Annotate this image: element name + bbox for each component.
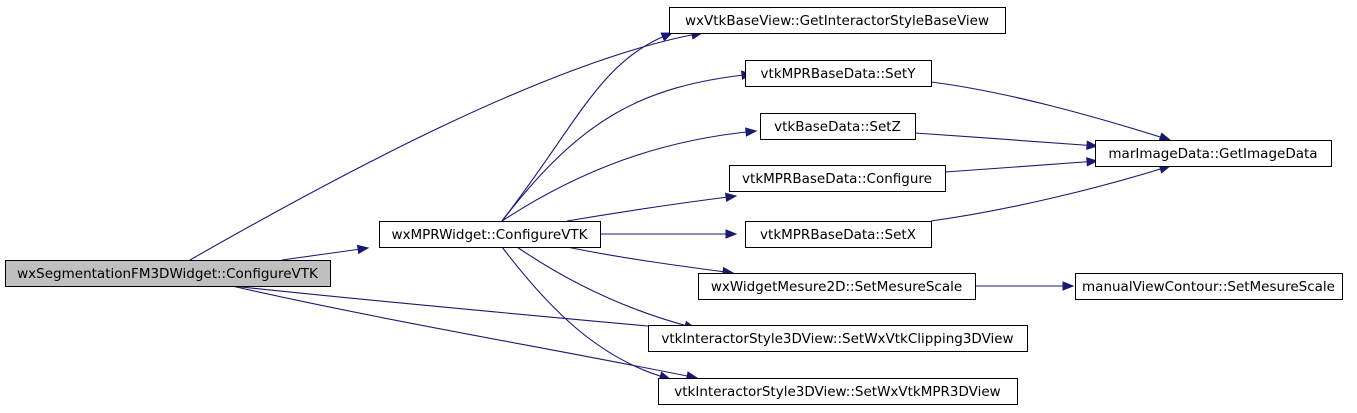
node-box-mprwidget	[379, 221, 601, 248]
edge-mprwidget-to-sety	[501, 73, 753, 222]
node-sety[interactable]: vtkMPRBaseData::SetY	[745, 60, 932, 87]
node-configure[interactable]: vtkMPRBaseData::Configure	[729, 165, 946, 192]
arrowhead-mprwidget-to-setz	[745, 127, 758, 137]
arrowhead-root-to-mprwidget	[356, 244, 370, 255]
edge-setx-to-getimage	[930, 165, 1171, 222]
node-box-getstyle	[669, 7, 1006, 34]
node-box-setx	[745, 221, 932, 248]
edge-sety-to-getimage	[930, 81, 1171, 141]
node-setx[interactable]: vtkMPRBaseData::SetX	[745, 221, 932, 248]
node-label-mprwidget: wxMPRWidget::ConfigureVTK	[391, 227, 588, 243]
arrowhead-configure-to-getimage	[1086, 157, 1099, 167]
node-getstyle[interactable]: wxVtkBaseView::GetInteractorStyleBaseVie…	[669, 7, 1006, 34]
node-box-clipping	[648, 325, 1028, 352]
edge-mprwidget-to-setz	[501, 130, 757, 222]
node-label-mpr3d: vtkInteractorStyle3DView::SetWxVtkMPR3DV…	[674, 384, 1000, 400]
edge-configure-to-getimage	[944, 160, 1098, 173]
edge-root-to-getstyle	[189, 32, 703, 261]
node-label-sety: vtkMPRBaseData::SetY	[761, 66, 917, 82]
node-clipping[interactable]: vtkInteractorStyle3DView::SetWxVtkClippi…	[648, 325, 1028, 352]
edges-layer	[189, 30, 1172, 381]
edge-mprwidget-to-getstyle	[501, 32, 673, 222]
arrowhead-mprwidget-to-getstyle	[660, 32, 674, 42]
node-getimage[interactable]: marImageData::GetImageData	[1095, 140, 1332, 167]
node-box-mpr3d	[658, 378, 1018, 405]
edge-setz-to-getimage	[914, 132, 1098, 147]
node-box-setz	[760, 113, 916, 140]
edge-mprwidget-to-setmesure2d	[566, 246, 734, 274]
edge-root-to-mprwidget	[281, 247, 369, 261]
node-label-configure: vtkMPRBaseData::Configure	[742, 171, 932, 187]
edge-root-to-mpr3d	[231, 285, 698, 379]
node-box-getimage	[1095, 140, 1332, 167]
node-box-setmesure2d	[698, 273, 976, 300]
edge-mprwidget-to-clipping	[516, 246, 696, 329]
arrowhead-sety-to-getimage	[1158, 132, 1172, 142]
node-label-setmesure2d: wxWidgetMesure2D::SetMesureScale	[711, 279, 962, 295]
node-label-manualcontour: manualViewContour::SetMesureScale	[1082, 279, 1335, 295]
node-label-getstyle: wxVtkBaseView::GetInteractorStyleBaseVie…	[685, 13, 989, 29]
node-label-root: wxSegmentationFM3DWidget::ConfigureVTK	[17, 266, 319, 282]
node-mpr3d[interactable]: vtkInteractorStyle3DView::SetWxVtkMPR3DV…	[658, 378, 1018, 405]
node-mprwidget[interactable]: wxMPRWidget::ConfigureVTK	[379, 221, 601, 248]
arrowhead-mprwidget-to-configure	[724, 192, 738, 203]
node-manualcontour[interactable]: manualViewContour::SetMesureScale	[1075, 273, 1343, 300]
node-box-sety	[745, 60, 932, 87]
arrowhead-setz-to-getimage	[1086, 140, 1099, 150]
node-label-clipping: vtkInteractorStyle3DView::SetWxVtkClippi…	[661, 331, 1013, 347]
node-label-setx: vtkMPRBaseData::SetX	[760, 227, 916, 243]
arrowhead-setmesure2d-to-manualcontour	[1062, 281, 1075, 291]
edge-mprwidget-to-configure	[566, 195, 737, 222]
node-box-configure	[729, 165, 946, 192]
node-label-getimage: marImageData::GetImageData	[1108, 146, 1317, 162]
node-setmesure2d[interactable]: wxWidgetMesure2D::SetMesureScale	[698, 273, 976, 300]
node-setz[interactable]: vtkBaseData::SetZ	[760, 113, 916, 140]
nodes-layer: wxSegmentationFM3DWidget::ConfigureVTKwx…	[5, 7, 1343, 405]
node-box-root	[5, 260, 331, 287]
node-label-setz: vtkBaseData::SetZ	[774, 119, 901, 135]
node-box-manualcontour	[1075, 273, 1343, 300]
edge-root-to-clipping	[231, 285, 693, 331]
edge-mprwidget-to-mpr3d	[501, 246, 671, 380]
arrowhead-mprwidget-to-setx	[725, 229, 738, 239]
node-root[interactable]: wxSegmentationFM3DWidget::ConfigureVTK	[5, 260, 331, 287]
